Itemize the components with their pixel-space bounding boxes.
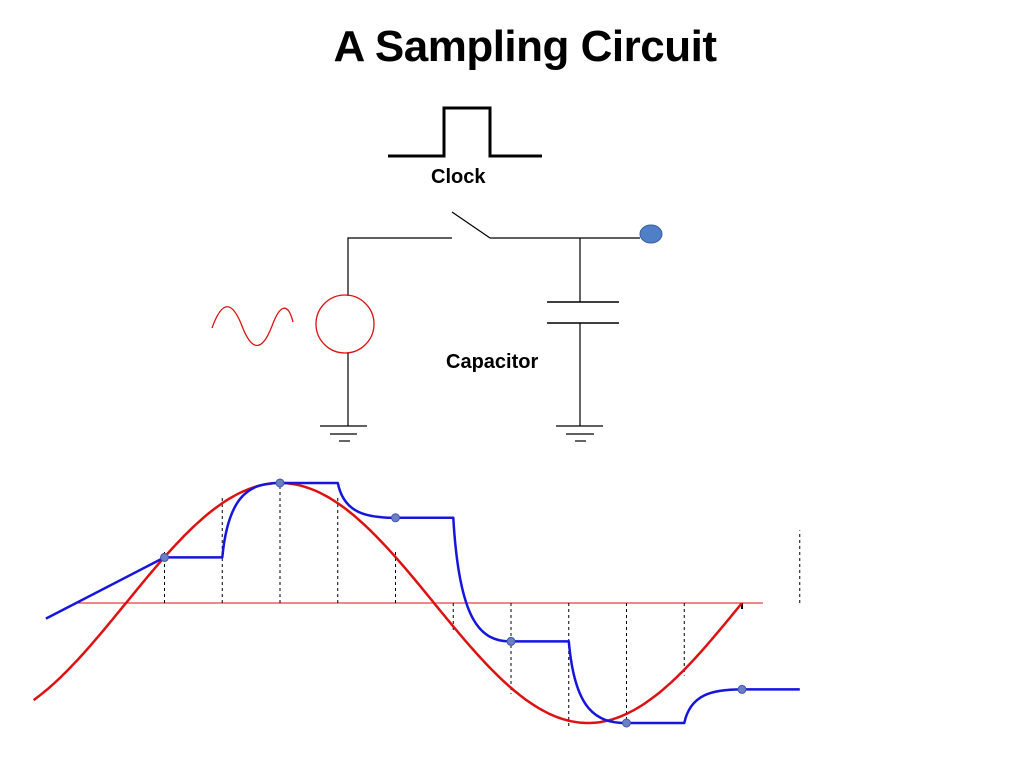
clock-pulse-icon bbox=[388, 106, 542, 158]
sample-point bbox=[391, 513, 400, 523]
ground-icon-source bbox=[320, 425, 367, 442]
sample-point bbox=[160, 552, 169, 562]
capacitor-label: Capacitor bbox=[446, 351, 539, 373]
analog-signal-line bbox=[32, 481, 743, 725]
sample-point bbox=[506, 636, 516, 646]
voltage-source-icon bbox=[315, 294, 375, 354]
slide-title: A Sampling Circuit bbox=[333, 22, 717, 71]
output-terminal bbox=[639, 224, 663, 244]
wire-source-to-switch bbox=[347, 237, 452, 296]
sample-point bbox=[622, 718, 631, 728]
held-signal-line bbox=[45, 481, 800, 725]
sample-point bbox=[275, 478, 285, 488]
ground-icon-capacitor bbox=[556, 425, 603, 442]
sampled-waveform-plot bbox=[32, 477, 801, 728]
sine-wave-icon bbox=[211, 306, 294, 346]
clock-label: Clock bbox=[431, 166, 486, 188]
sample-point bbox=[737, 684, 747, 694]
switch-blade bbox=[451, 211, 491, 239]
